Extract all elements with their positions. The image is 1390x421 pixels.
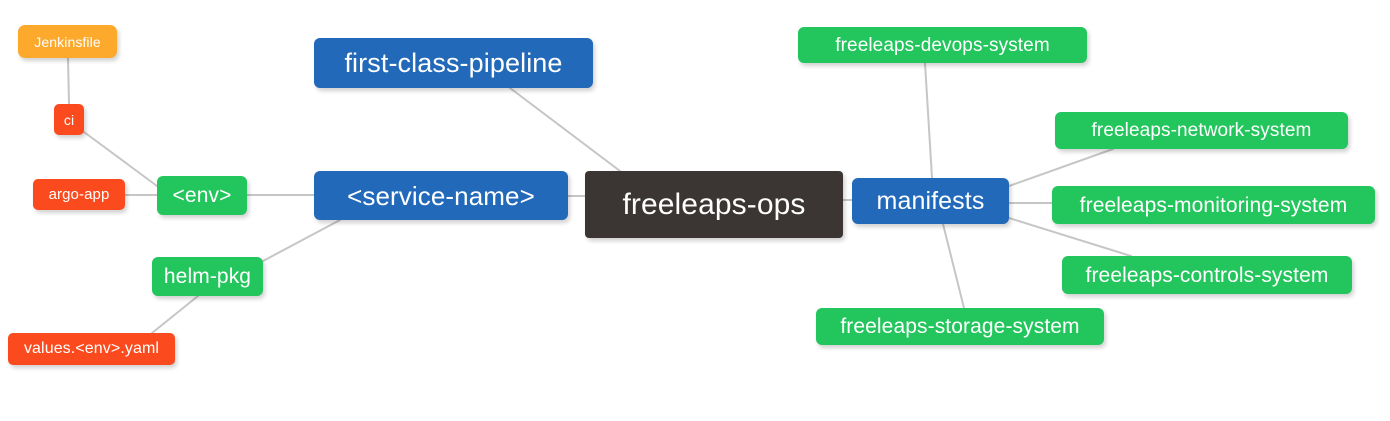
node-helm-pkg[interactable]: helm-pkg [152,257,263,296]
edge-manifests-to-devops-system [924,62,933,179]
edge-ci-to-env [83,131,158,187]
node-argo-app[interactable]: argo-app [33,179,125,210]
node-freeleaps-ops[interactable]: freeleaps-ops [585,171,843,238]
edge-helm-pkg-to-service-name [262,219,341,262]
node-first-class-pipeline[interactable]: first-class-pipeline [314,38,593,88]
node-env[interactable]: <env> [157,176,247,215]
edge-manifests-to-network-system [1008,148,1114,187]
node-storage-system[interactable]: freeleaps-storage-system [816,308,1104,345]
edge-manifests-to-storage-system [942,223,965,309]
edge-jenkinsfile-to-ci [67,57,70,105]
node-ci[interactable]: ci [54,104,84,135]
node-controls-system[interactable]: freeleaps-controls-system [1062,256,1352,294]
node-manifests[interactable]: manifests [852,178,1009,224]
node-service-name[interactable]: <service-name> [314,171,568,220]
node-jenkinsfile[interactable]: Jenkinsfile [18,25,117,58]
edge-values-env-yaml-to-helm-pkg [151,295,199,334]
node-network-system[interactable]: freeleaps-network-system [1055,112,1348,149]
node-devops-system[interactable]: freeleaps-devops-system [798,27,1087,63]
edge-first-class-pipeline-to-freeleaps-ops [509,87,621,172]
node-values-env-yaml[interactable]: values.<env>.yaml [8,333,175,365]
node-monitoring-system[interactable]: freeleaps-monitoring-system [1052,186,1375,224]
